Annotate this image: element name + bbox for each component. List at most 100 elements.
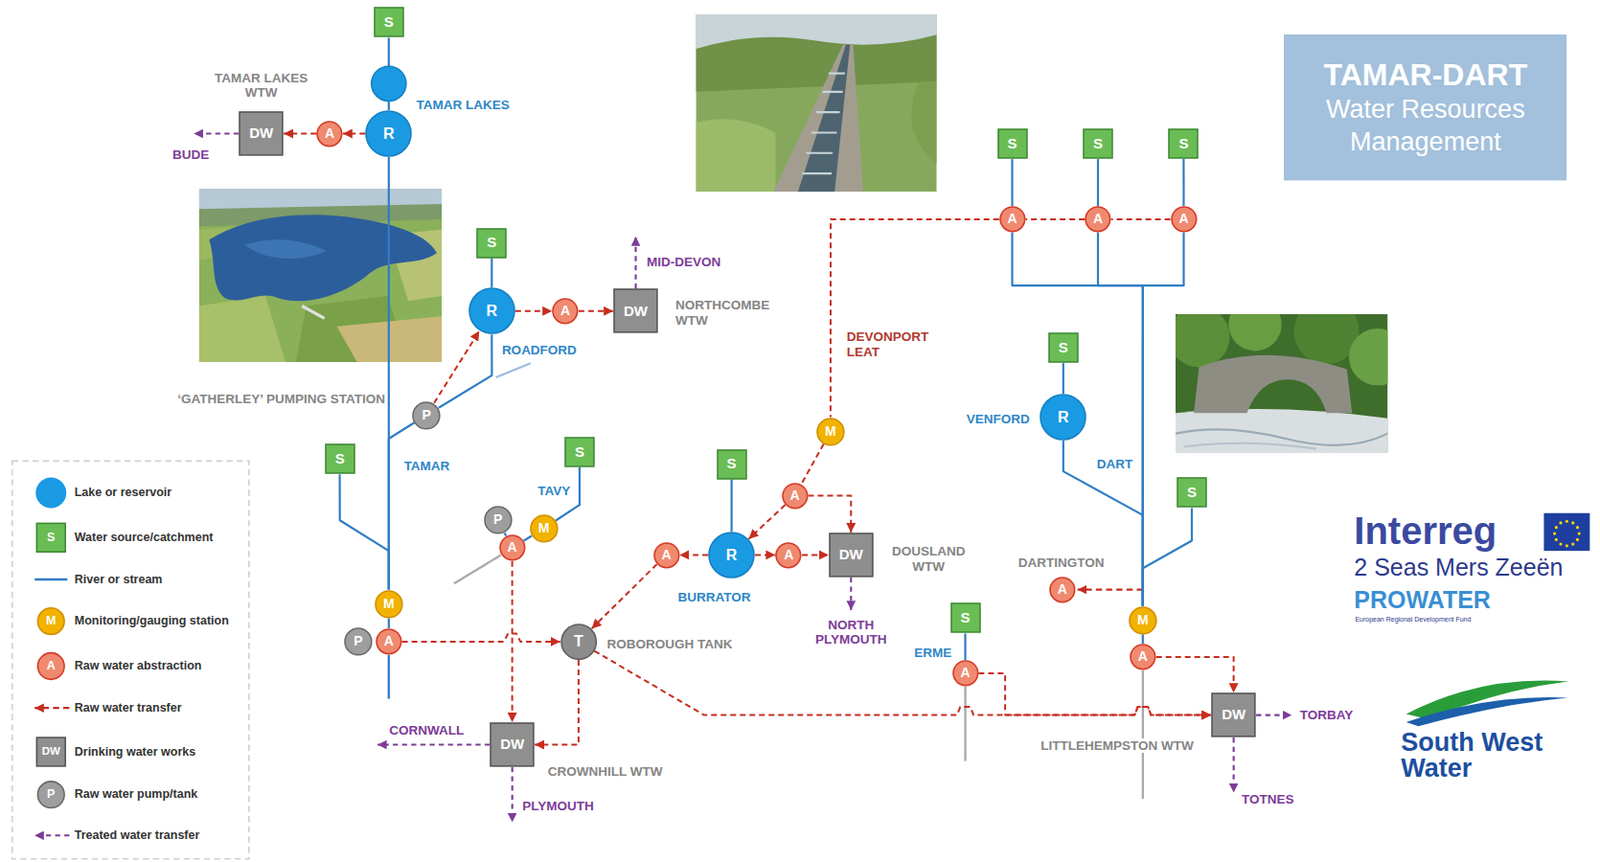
- reservoir-photo: [301, 306, 324, 320]
- node-letter: S: [1093, 136, 1103, 153]
- reservoir-name: BURRATOR: [676, 590, 754, 606]
- water-source-box: S: [1048, 332, 1079, 364]
- legend-text: Raw water transfer: [74, 701, 183, 715]
- title-panel: TAMAR-DARTWater Resources Management: [1282, 33, 1568, 182]
- node-letter: A: [1138, 649, 1148, 664]
- river-line: [1012, 232, 1143, 607]
- legend-frame: [12, 460, 250, 859]
- river-line: [1097, 232, 1143, 607]
- tank-circle-shape: [561, 624, 596, 660]
- water-source-box-shape: [1049, 333, 1078, 363]
- legend-text: Water source/catchment: [74, 530, 214, 545]
- legend-sample: [36, 737, 66, 767]
- node-letter: S: [486, 234, 497, 252]
- river-line: [504, 532, 507, 536]
- abstraction-circle: A: [316, 120, 343, 148]
- node-letter: A: [324, 126, 335, 141]
- bridge-photo: [1193, 355, 1352, 414]
- river-line: [523, 536, 532, 542]
- abstraction-circle: A: [781, 482, 809, 510]
- node-letter: A: [1006, 211, 1017, 227]
- water-source-box-shape: [1177, 478, 1207, 507]
- eu-flag: [1576, 525, 1579, 529]
- pump-circle-shape: [412, 402, 440, 430]
- gauging-station-shape: [530, 515, 558, 543]
- legend-letter: P: [46, 787, 55, 801]
- river-continuation: [496, 363, 531, 378]
- water-works-box: DW: [613, 288, 659, 334]
- treated-water-arrow: [634, 236, 637, 289]
- water-works-box: DW: [1211, 692, 1257, 738]
- legend-text: Raw water abstraction: [74, 659, 203, 673]
- reservoir-circle-shape: [365, 111, 412, 157]
- logo-text: PROWATER: [1353, 588, 1491, 613]
- raw-water-transfer: [749, 504, 786, 540]
- node-letter: S: [960, 610, 971, 627]
- water-source-box: S: [564, 436, 595, 468]
- legend-letter: DW: [42, 745, 61, 758]
- reservoir-photo: [208, 214, 437, 301]
- logo-text: South West Water: [1400, 730, 1577, 782]
- legend-frame: [12, 460, 250, 859]
- river-name: DART: [1095, 457, 1136, 473]
- eu-flag: [1554, 525, 1558, 529]
- river-line: [1097, 159, 1099, 206]
- leat-photo: [695, 34, 937, 92]
- node-letter: DW: [249, 125, 274, 142]
- treated-water-arrow: [849, 577, 852, 611]
- node-letter: R: [383, 125, 395, 143]
- leat-photo: [773, 45, 864, 192]
- river-line: [1010, 159, 1013, 206]
- water-source-box: S: [1176, 477, 1208, 508]
- title-heading: TAMAR-DART: [1324, 55, 1529, 94]
- bridge-photo: [1183, 443, 1316, 450]
- water-works-box-shape: [239, 112, 283, 156]
- destination-name: MID-DEVON: [644, 254, 723, 271]
- water-works-box: DW: [828, 532, 874, 578]
- title-subtitle: Water Resources Management: [1292, 93, 1558, 160]
- raw-water-transfer: [808, 496, 852, 533]
- legend-sample: [37, 781, 65, 809]
- abstraction-circle: A: [1049, 576, 1076, 604]
- legend-text: Treated water transfer: [74, 828, 201, 843]
- river-continuation: [1142, 670, 1144, 800]
- destination-name: CORNWALL: [387, 723, 466, 739]
- raw-water-transfer: [515, 310, 552, 313]
- water-source-box-shape: [951, 603, 981, 633]
- pump-circle-shape: [484, 506, 512, 534]
- abstraction-circle-shape: [1085, 206, 1111, 232]
- node-letter: M: [538, 521, 550, 536]
- reservoir-circle-shape: [1040, 394, 1086, 440]
- destination-name: TORBAY: [1298, 708, 1356, 724]
- water-source-box: S: [373, 6, 405, 38]
- node-letter: A: [783, 548, 794, 563]
- raw-water-transfer: [800, 444, 823, 485]
- reservoir-name: VENFORD: [964, 411, 1032, 428]
- abstraction-circle-shape: [1130, 644, 1156, 670]
- legend-letter: A: [46, 659, 56, 673]
- reservoir-photo: [199, 296, 287, 363]
- abstraction-circle: A: [653, 542, 681, 570]
- water-source-box-shape: [717, 450, 747, 480]
- treated-water-arrow: [193, 132, 239, 135]
- river-line: [1142, 634, 1144, 644]
- node-letter: A: [1057, 582, 1068, 597]
- logo-text: Interreg: [1353, 511, 1497, 550]
- node-letter: DW: [839, 547, 864, 564]
- abstraction-circle-shape: [1171, 206, 1197, 232]
- river-line: [1182, 159, 1185, 206]
- wtw-name: NORTHCOMBE WTW: [673, 297, 780, 328]
- node-letter: A: [560, 303, 571, 319]
- node-letter: P: [493, 512, 503, 527]
- abstraction-circle: A: [999, 205, 1027, 233]
- river-name: TAVY: [535, 483, 572, 500]
- abstraction-circle-shape: [500, 535, 526, 561]
- river-line: [1142, 507, 1192, 606]
- destination-name: NORTH PLYMOUTH: [810, 617, 892, 648]
- raw-water-transfer: [830, 219, 1000, 418]
- eu-flag: [1571, 543, 1575, 547]
- water-source-box: S: [324, 443, 356, 475]
- legend-sample: [34, 707, 69, 709]
- water-works-box-shape: [829, 533, 873, 577]
- destination-name: BUDE: [170, 147, 211, 163]
